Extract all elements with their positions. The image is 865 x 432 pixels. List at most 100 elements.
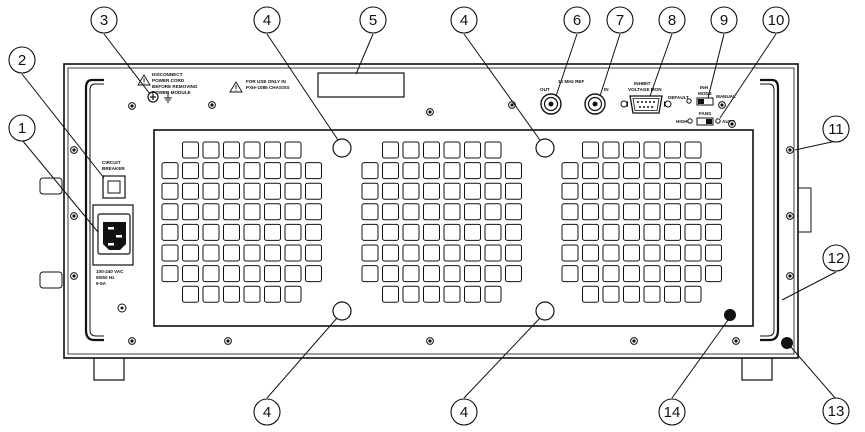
callout-9: 8 — [658, 6, 686, 34]
vent-hole — [382, 182, 399, 200]
bnc-ref-in-connector — [584, 93, 606, 115]
vent-hole — [243, 265, 261, 283]
vent-hole — [284, 244, 302, 262]
callout-circle — [8, 114, 36, 142]
vent-hole — [361, 162, 379, 180]
vent-hole — [361, 203, 379, 221]
vent-hole — [202, 162, 220, 180]
vent-hole — [423, 265, 440, 283]
vent-hole — [264, 265, 281, 283]
vent-hole — [705, 265, 722, 283]
vent-hole — [623, 285, 640, 303]
callout-12: 11 — [822, 115, 850, 143]
vent-hole — [382, 141, 399, 159]
vent-hole — [161, 265, 179, 283]
vent-hole — [182, 265, 199, 283]
callout-circle — [822, 244, 850, 272]
vent-hole — [561, 203, 579, 221]
vent-hole — [684, 141, 702, 159]
vent-hole — [464, 162, 481, 180]
vent-hole — [623, 141, 640, 159]
fan-mount-hole-bottom-right — [535, 301, 555, 321]
callout-4: 4 — [253, 6, 281, 34]
vent-hole — [602, 265, 620, 283]
callout-circle — [359, 6, 387, 34]
vent-hole — [382, 244, 399, 262]
callout-circle — [253, 6, 281, 34]
fan-mount-hole-top-left — [332, 138, 352, 158]
vent-hole — [464, 285, 481, 303]
vent-hole — [623, 244, 640, 262]
power-rating-line-1: 100-240 VAC — [96, 269, 124, 274]
mode-label-line-2: MODE — [698, 91, 712, 96]
handle-right — [760, 78, 780, 342]
vent-hole — [223, 223, 240, 241]
vent-hole — [705, 162, 722, 180]
vent-hole — [582, 223, 599, 241]
vent-hole — [684, 285, 702, 303]
callout-circle — [450, 6, 478, 34]
vent-hole — [223, 182, 240, 200]
vent-hole — [305, 203, 322, 221]
vent-hole — [464, 244, 481, 262]
callout-circle — [710, 6, 738, 34]
vent-hole — [664, 141, 681, 159]
fans-label: FANS — [699, 111, 711, 116]
vent-hole — [582, 244, 599, 262]
vent-hole — [505, 265, 522, 283]
high-led — [687, 118, 693, 124]
vent-hole — [284, 182, 302, 200]
vent-hole — [402, 182, 420, 200]
callout-number: 12 — [828, 250, 845, 267]
callout-number: 6 — [573, 12, 581, 29]
vent-hole — [443, 182, 461, 200]
vent-hole — [643, 182, 661, 200]
vent-hole — [161, 244, 179, 262]
vent-hole — [684, 244, 702, 262]
callout-number: 1 — [18, 120, 26, 137]
vent-hole — [243, 203, 261, 221]
callout-number: 4 — [263, 12, 271, 29]
vent-hole — [582, 162, 599, 180]
callout-8: 7 — [606, 6, 634, 34]
breaker-label-line-1: CIRCUIT — [102, 160, 121, 165]
vent-hole — [705, 244, 722, 262]
vent-hole — [484, 265, 502, 283]
vent-hole — [264, 223, 281, 241]
breaker-label-line-2: BREAKER — [102, 166, 125, 171]
power-rating-line-2: 50/60 Hz — [96, 275, 115, 280]
vent-hole — [443, 141, 461, 159]
ref-out-label-line-2: OUT — [540, 87, 550, 92]
vent-hole — [443, 223, 461, 241]
vent-hole — [423, 285, 440, 303]
vent-hole — [243, 285, 261, 303]
callout-number: 10 — [768, 12, 785, 29]
callout-number: 4 — [263, 404, 271, 421]
vent-hole — [623, 203, 640, 221]
vent-hole — [161, 182, 179, 200]
vent-hole — [643, 162, 661, 180]
default-label: DEFAULT — [668, 95, 689, 100]
auto-led — [715, 118, 721, 124]
vent-hole — [223, 285, 240, 303]
vent-hole — [202, 203, 220, 221]
callout-number: 4 — [460, 12, 468, 29]
vent-hole — [484, 141, 502, 159]
vent-hole — [664, 182, 681, 200]
callout-number: 11 — [828, 121, 844, 138]
callout-circle — [822, 397, 850, 425]
callout-circle — [563, 6, 591, 34]
vent-hole — [243, 162, 261, 180]
vent-hole — [423, 244, 440, 262]
vent-hole — [484, 244, 502, 262]
vent-hole — [643, 141, 661, 159]
vent-hole — [182, 162, 199, 180]
callout-circle — [253, 398, 281, 426]
vent-hole — [602, 162, 620, 180]
vent-hole — [602, 244, 620, 262]
callout-1: 1 — [8, 114, 36, 142]
vent-hole — [505, 223, 522, 241]
vent-hole — [464, 141, 481, 159]
vent-hole — [561, 223, 579, 241]
